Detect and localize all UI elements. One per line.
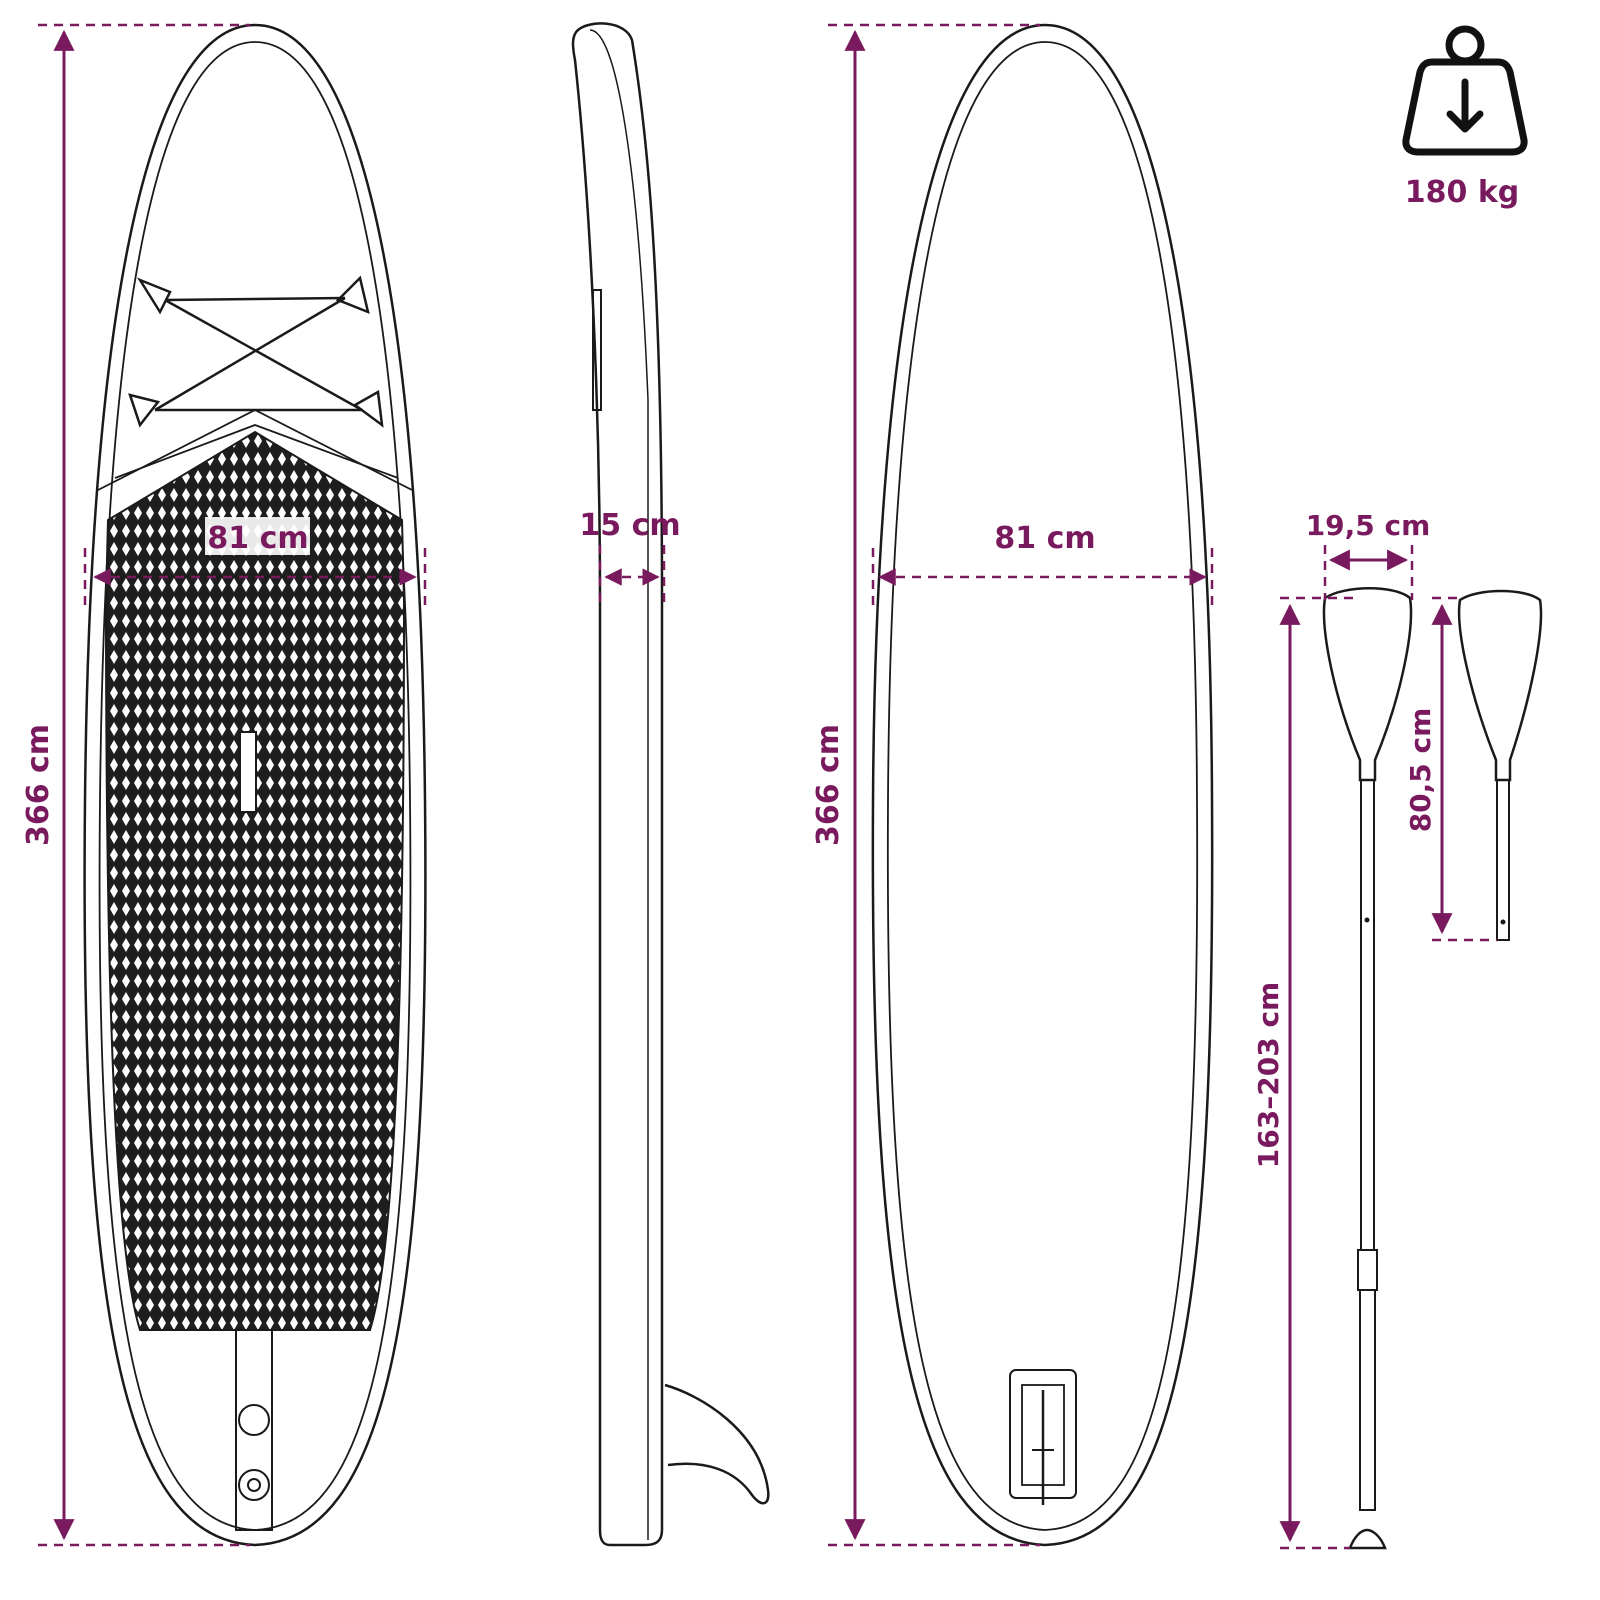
valve-icon	[238, 1404, 270, 1436]
board-back-view	[871, 23, 1214, 1547]
blade-width-label: 19,5 cm	[1306, 509, 1431, 542]
paddle-length-label: 163–203 cm	[1252, 982, 1285, 1168]
max-load-label: 180 kg	[1405, 175, 1520, 210]
carry-handle	[239, 731, 257, 813]
weight-icon	[1402, 25, 1528, 156]
valve-icon	[238, 1469, 270, 1501]
board-side-view	[571, 22, 770, 1547]
board-width-label: 81 cm	[207, 521, 308, 556]
board-front-view	[83, 23, 427, 1547]
board-length-back-label: 366 cm	[811, 724, 846, 846]
board-length-label: 366 cm	[21, 724, 56, 846]
board-width-back-label: 81 cm	[994, 521, 1095, 556]
traction-pad	[104, 430, 406, 1331]
paddle-section-label: 80,5 cm	[1404, 708, 1437, 833]
board-thickness-label: 15 cm	[579, 508, 680, 543]
paddle-upper-section	[1457, 589, 1543, 941]
paddle-full	[1322, 587, 1413, 1550]
bungee-cords	[128, 275, 384, 428]
fin	[664, 1383, 770, 1505]
